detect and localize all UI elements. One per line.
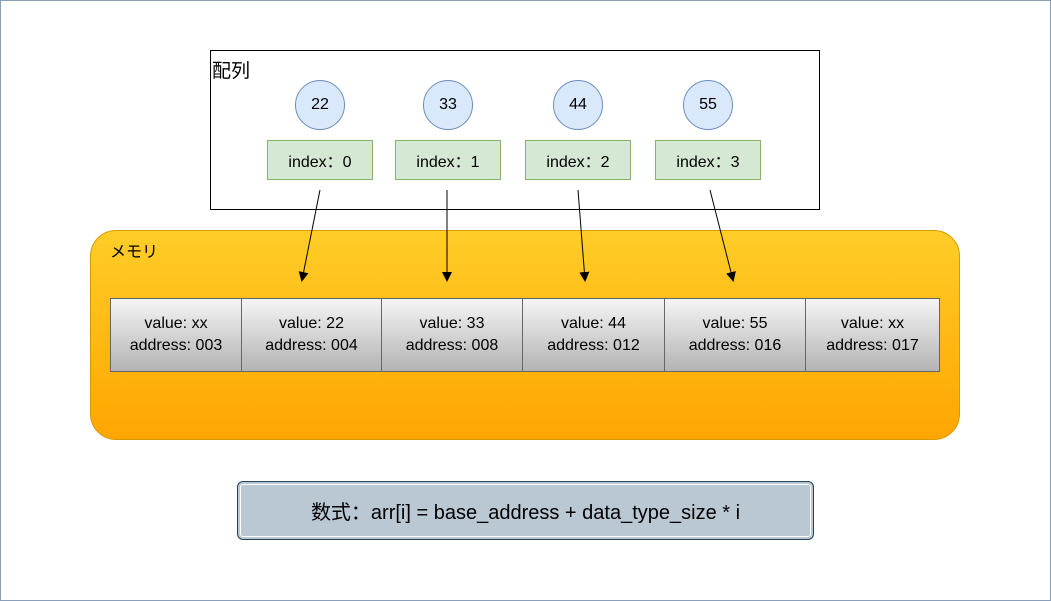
memory-cell-value: value: xx xyxy=(144,315,208,332)
memory-cell-address: address: 017 xyxy=(826,337,919,354)
array-value-node: 55 xyxy=(683,80,733,130)
array-value-node: 33 xyxy=(423,80,473,130)
memory-cell: value: 44 address: 012 xyxy=(522,298,665,372)
memory-cell-address: address: 004 xyxy=(265,337,358,354)
pointer-arrow xyxy=(298,189,321,282)
memory-cell-address: address: 012 xyxy=(547,337,640,354)
memory-cell-value: value: 33 xyxy=(419,315,485,332)
array-value-node: 44 xyxy=(553,80,603,130)
array-index-box: index：3 xyxy=(655,140,761,180)
memory-cell: value: 22 address: 004 xyxy=(241,298,382,372)
formula-box: 数式：arr[i] = base_address + data_type_siz… xyxy=(237,481,814,540)
memory-cell-value: value: 44 xyxy=(561,315,626,332)
memory-cell-value: value: 55 xyxy=(702,315,768,332)
memory-cell-value: value: 22 xyxy=(279,315,344,332)
pointer-arrow xyxy=(577,189,590,282)
memory-cell: value: 33 address: 008 xyxy=(381,298,523,372)
memory-cell: value: xx address: 017 xyxy=(805,298,940,372)
array-container xyxy=(210,50,820,210)
array-index-box: index：0 xyxy=(267,140,373,180)
array-index-box: index：1 xyxy=(395,140,501,180)
array-title: 配列 xyxy=(212,61,251,82)
memory-cell-address: address: 016 xyxy=(688,337,782,354)
memory-cell: value: xx address: 003 xyxy=(110,298,242,372)
memory-cell-address: address: 003 xyxy=(129,337,223,354)
array-value-node: 22 xyxy=(295,80,345,130)
array-index-box: index：2 xyxy=(525,140,631,180)
pointer-arrow xyxy=(709,189,736,282)
memory-cell-address: address: 008 xyxy=(405,337,499,354)
memory-cell-value: value: xx xyxy=(840,315,905,332)
memory-cell: value: 55 address: 016 xyxy=(664,298,806,372)
memory-title: メモリ xyxy=(110,244,159,261)
